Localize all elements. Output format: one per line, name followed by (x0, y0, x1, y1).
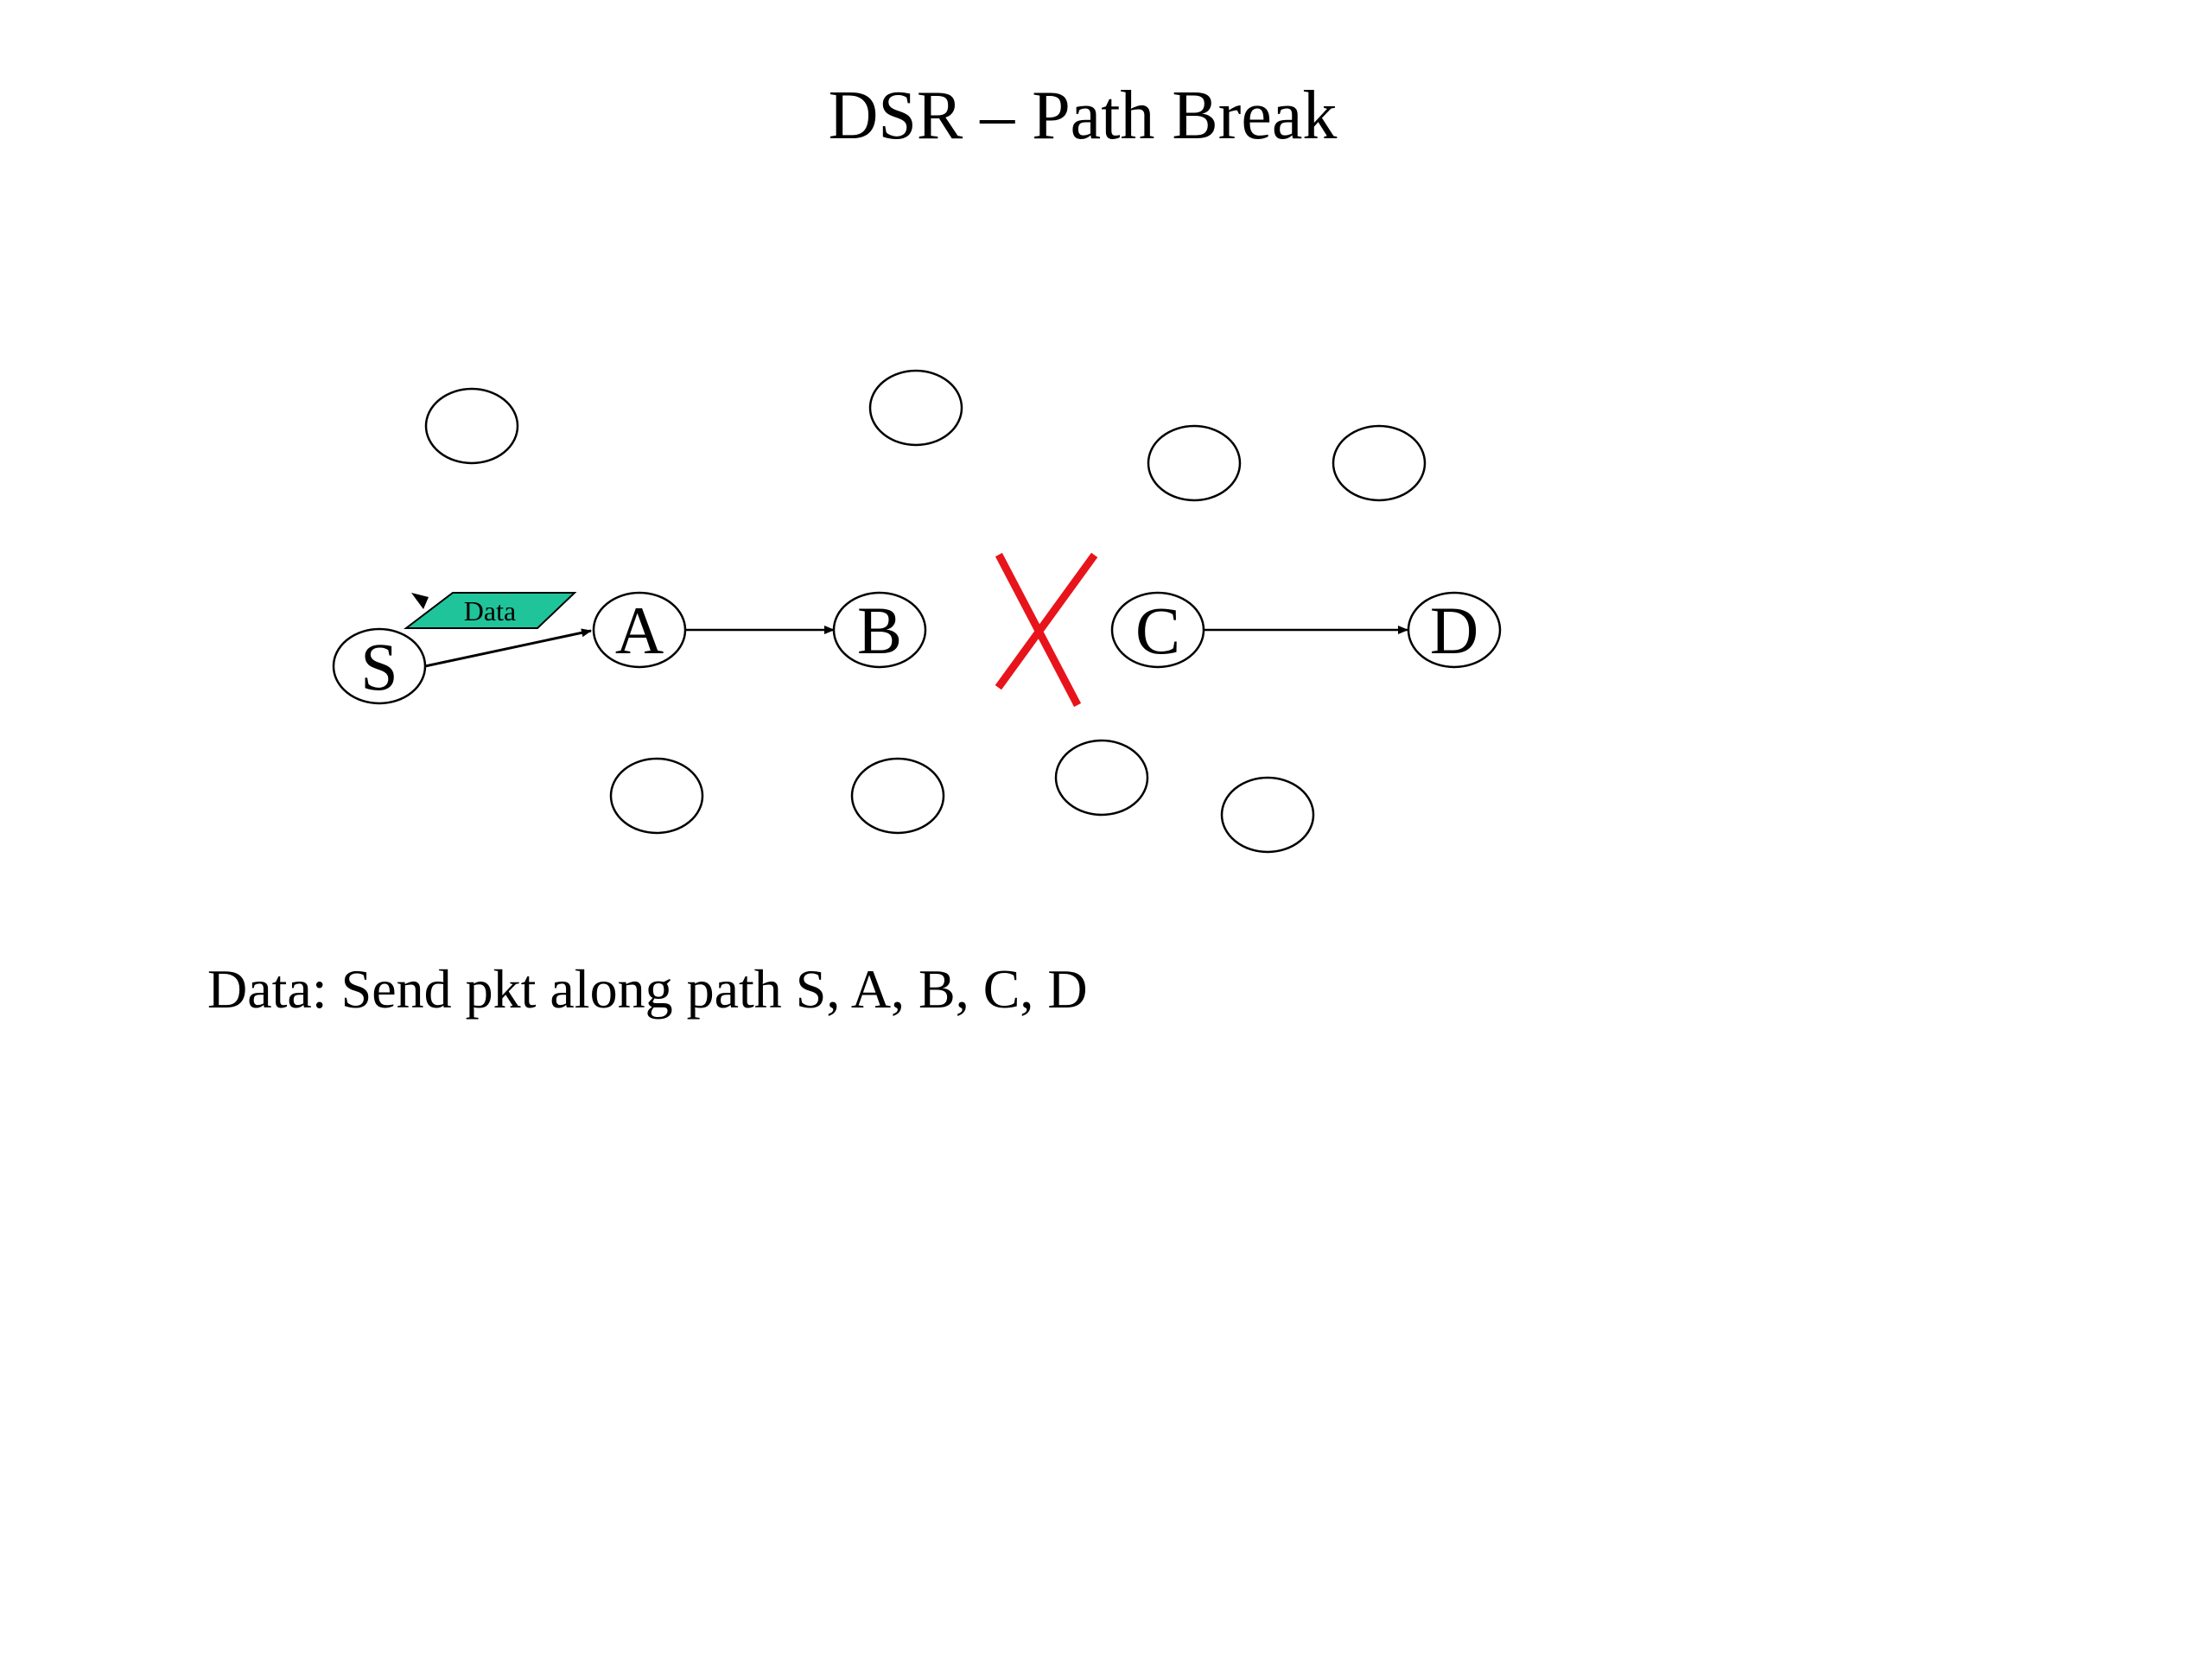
node-unlabeled (1220, 776, 1315, 854)
node-a-label: A (615, 593, 664, 668)
data-packet: Data (404, 592, 577, 629)
node-a: A (592, 591, 687, 669)
packet-pointer-icon (411, 593, 429, 609)
node-b: B (832, 591, 927, 669)
data-packet-label: Data (464, 595, 516, 626)
slide-caption: Data: Send pkt along path S, A, B, C, D (207, 958, 1088, 1020)
node-unlabeled (609, 757, 704, 835)
node-b-label: B (857, 593, 902, 668)
link-s-a (424, 628, 592, 668)
node-unlabeled (1054, 739, 1149, 817)
slide-title: DSR – Path Break (829, 78, 1338, 154)
node-s: S (332, 627, 427, 705)
node-s-label: S (360, 629, 397, 704)
break-mark-icon (995, 552, 1098, 708)
node-unlabeled (850, 757, 945, 835)
data-packet-shape (404, 592, 577, 629)
unlabeled-nodes (424, 369, 1427, 854)
node-unlabeled (1147, 424, 1242, 502)
node-d-label: D (1430, 593, 1478, 668)
node-c: C (1110, 591, 1205, 669)
node-c-label: C (1135, 593, 1180, 668)
node-d: D (1407, 591, 1502, 669)
node-unlabeled (424, 387, 519, 465)
node-unlabeled (868, 369, 963, 447)
node-unlabeled (1332, 424, 1427, 502)
